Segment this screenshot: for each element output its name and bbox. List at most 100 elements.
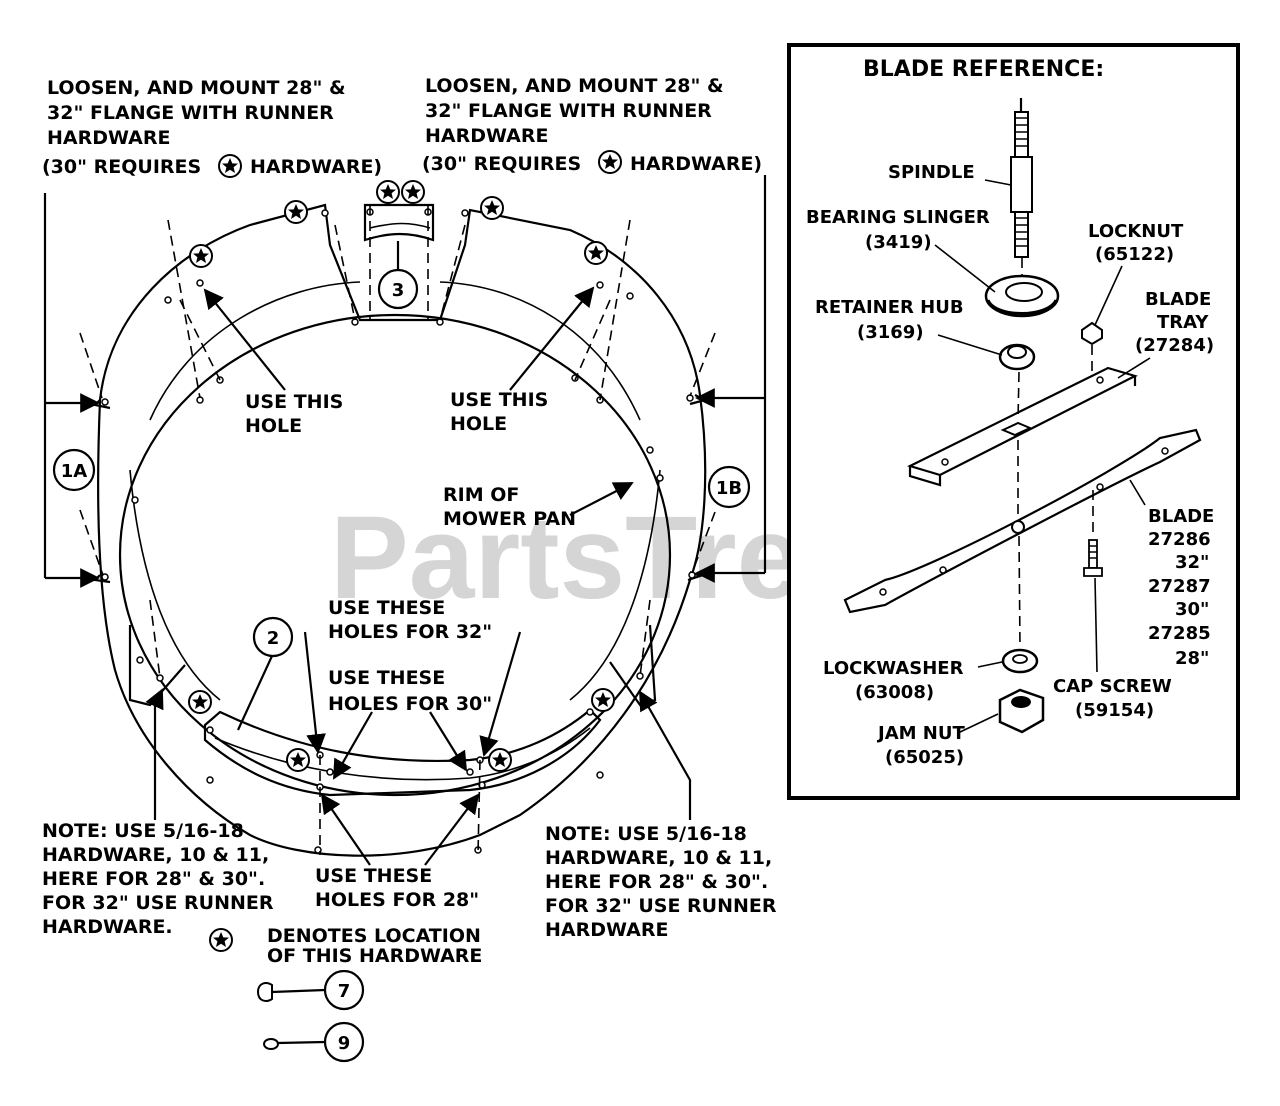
svg-text:USE THESE: USE THESE (328, 667, 445, 689)
svg-text:HARDWARE: HARDWARE (545, 919, 668, 941)
note-bottom-right: NOTE: USE 5/16-18 HARDWARE, 10 & 11, HER… (545, 823, 777, 941)
label-cap-screw: CAP SCREW (1053, 676, 1172, 697)
svg-text:NOTE: USE 5/16-18: NOTE: USE 5/16-18 (545, 823, 747, 845)
svg-text:28": 28" (1175, 648, 1209, 669)
callout-7: 7 (323, 969, 365, 1011)
label-blade: BLADE (1148, 506, 1214, 527)
svg-text:1B: 1B (716, 478, 742, 499)
hardware-star-icon (376, 180, 400, 204)
blade-reference-title: BLADE REFERENCE: (863, 57, 1104, 82)
svg-text:HARDWARE: HARDWARE (425, 125, 548, 147)
svg-text:HOLES FOR 32": HOLES FOR 32" (328, 621, 492, 643)
callout-9: 9 (323, 1021, 365, 1063)
label-locknut: LOCKNUT (1088, 221, 1184, 242)
svg-text:(3169): (3169) (857, 322, 924, 343)
rim-of-mower-pan (118, 313, 672, 797)
note-holes-28: USE THESE HOLES FOR 28" (315, 865, 479, 911)
lockwasher-icon (1001, 648, 1039, 674)
label-retainer-hub: RETAINER HUB (815, 297, 964, 318)
svg-text:27287: 27287 (1148, 576, 1211, 597)
svg-text:HARDWARE.: HARDWARE. (42, 916, 173, 938)
svg-text:(65025): (65025) (885, 747, 964, 768)
blade-tray-icon (907, 366, 1138, 487)
svg-text:USE THIS: USE THIS (450, 389, 548, 411)
note-top-left: LOOSEN, AND MOUNT 28" & 32" FLANGE WITH … (42, 77, 382, 178)
label-blade-tray: BLADE (1145, 289, 1211, 310)
svg-text:HOLE: HOLE (245, 415, 302, 437)
mower-flange-assembly (43, 175, 767, 866)
svg-text:32": 32" (1175, 552, 1209, 573)
svg-text:9: 9 (338, 1033, 351, 1054)
watermark-text: PartsTree (330, 492, 868, 624)
svg-text:HOLES FOR 30": HOLES FOR 30" (328, 693, 492, 715)
svg-text:HARDWARE): HARDWARE) (250, 156, 382, 178)
svg-text:(65122): (65122) (1095, 244, 1174, 265)
rear-flange-part-3 (363, 203, 435, 242)
svg-text:(63008): (63008) (855, 682, 934, 703)
svg-text:DENOTES LOCATION: DENOTES LOCATION (267, 925, 481, 947)
callout-1b: 1B (707, 465, 751, 509)
svg-text:(27284): (27284) (1135, 335, 1214, 356)
svg-text:HARDWARE: HARDWARE (47, 127, 170, 149)
svg-text:MOWER PAN: MOWER PAN (443, 508, 576, 530)
svg-text:FOR 32" USE RUNNER: FOR 32" USE RUNNER (42, 892, 274, 914)
svg-text:USE THESE: USE THESE (315, 865, 432, 887)
svg-text:LOOSEN, AND MOUNT 28" &: LOOSEN, AND MOUNT 28" & (425, 75, 724, 97)
hardware-star-icon (584, 241, 608, 265)
screw-part-7-icon (256, 982, 326, 1002)
svg-text:TRAY: TRAY (1157, 312, 1209, 333)
spindle-icon (1010, 98, 1033, 258)
svg-text:HERE FOR 28" & 30".: HERE FOR 28" & 30". (545, 871, 768, 893)
bearing-slinger-icon (984, 274, 1060, 318)
note-bottom-left: NOTE: USE 5/16-18 HARDWARE, 10 & 11, HER… (42, 820, 274, 938)
hardware-star-icon (480, 196, 504, 220)
svg-text:LOOSEN, AND MOUNT 28" &: LOOSEN, AND MOUNT 28" & (47, 77, 346, 99)
hardware-star-icon (218, 154, 242, 178)
svg-text:HARDWARE): HARDWARE) (630, 153, 762, 175)
label-spindle: SPINDLE (888, 162, 975, 183)
callout-3: 3 (377, 268, 419, 310)
jam-nut-icon (998, 688, 1045, 734)
retainer-hub-icon (998, 343, 1036, 371)
outer-flange-outline (97, 203, 707, 857)
blade-icon (843, 428, 1202, 614)
label-bearing-slinger: BEARING SLINGER (806, 207, 990, 228)
cap-screw-icon (1083, 539, 1103, 577)
note-use-this-hole-left: USE THIS HOLE (245, 391, 343, 437)
nut-part-9-icon (263, 1038, 326, 1050)
svg-text:(3419): (3419) (865, 232, 932, 253)
callout-1a: 1A (52, 448, 96, 492)
svg-text:USE THESE: USE THESE (328, 597, 445, 619)
svg-text:3: 3 (392, 280, 405, 301)
hardware-star-icon (189, 244, 213, 268)
svg-text:1A: 1A (61, 461, 88, 482)
label-jam-nut: JAM NUT (876, 723, 965, 744)
svg-text:(30" REQUIRES: (30" REQUIRES (422, 153, 581, 175)
svg-text:HERE FOR 28" & 30".: HERE FOR 28" & 30". (42, 868, 265, 890)
hardware-star-icon (488, 748, 512, 772)
svg-text:27285: 27285 (1148, 623, 1211, 644)
hardware-star-icon (598, 150, 622, 174)
svg-text:7: 7 (338, 981, 351, 1002)
label-lockwasher: LOCKWASHER (823, 658, 964, 679)
note-top-right: LOOSEN, AND MOUNT 28" & 32" FLANGE WITH … (422, 75, 762, 175)
svg-text:(59154): (59154) (1075, 700, 1154, 721)
svg-text:HARDWARE, 10 & 11,: HARDWARE, 10 & 11, (42, 844, 269, 866)
note-use-this-hole-right: USE THIS HOLE (450, 389, 548, 435)
svg-text:30": 30" (1175, 599, 1209, 620)
blade-reference-panel: BLADE REFERENCE: (787, 43, 1240, 800)
svg-text:2: 2 (267, 628, 280, 649)
svg-text:RIM OF: RIM OF (443, 484, 519, 506)
legend: DENOTES LOCATION OF THIS HARDWARE (209, 925, 482, 967)
locknut-icon (1081, 321, 1103, 346)
note-holes-30: USE THESE HOLES FOR 30" (328, 667, 492, 715)
hardware-star-icon (209, 928, 233, 952)
svg-text:HARDWARE, 10 & 11,: HARDWARE, 10 & 11, (545, 847, 772, 869)
svg-text:32" FLANGE WITH RUNNER: 32" FLANGE WITH RUNNER (47, 102, 334, 124)
svg-text:32" FLANGE WITH RUNNER: 32" FLANGE WITH RUNNER (425, 100, 712, 122)
note-rim-of-mower-pan: RIM OF MOWER PAN (443, 484, 576, 530)
front-flange-part-2 (203, 708, 602, 797)
svg-text:HOLE: HOLE (450, 413, 507, 435)
svg-text:OF THIS HARDWARE: OF THIS HARDWARE (267, 945, 482, 967)
